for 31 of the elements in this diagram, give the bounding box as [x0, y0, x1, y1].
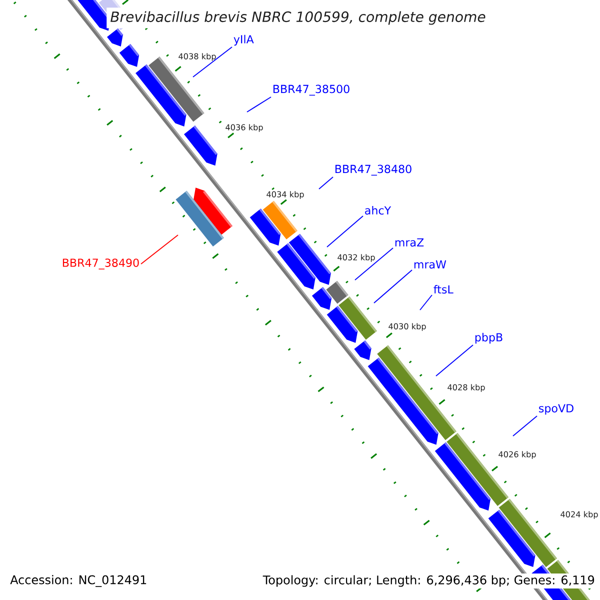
tick-label: 4030 kbp	[388, 323, 426, 331]
leader-line	[246, 96, 272, 112]
leader-line	[354, 248, 394, 280]
genome-info-label: Topology: circular; Length: 6,296,436 bp; Genes: 6,119	[261, 573, 597, 589]
tick-label: 4032 kbp	[338, 254, 375, 262]
gene-label: ftsL	[434, 285, 454, 294]
leader-line	[140, 234, 178, 264]
leader-line	[326, 216, 364, 248]
gene-label: ahcY	[365, 206, 392, 215]
leader-line	[512, 416, 538, 436]
leader-line	[318, 176, 334, 190]
gene-label: BBR47_38490	[62, 258, 139, 270]
title: Brevibacillus brevis NBRC 100599, complete genome	[106, 8, 490, 28]
gene-label: pbpB	[475, 332, 502, 344]
gene-label: mraW	[414, 260, 446, 269]
gene-label: BBR47_38480	[335, 164, 412, 176]
leader-line	[192, 46, 232, 78]
accession-label: Accession: NC_012491	[8, 573, 149, 589]
leader-line	[374, 270, 412, 304]
tick-label: 4024 kbp	[560, 511, 598, 519]
gene-label: BBR47_38500	[273, 84, 350, 96]
leader-line	[436, 344, 474, 376]
gene-label: yIlA	[234, 34, 254, 46]
leader-line	[420, 294, 432, 310]
tick-label: 4028 kbp	[448, 384, 485, 392]
tick-label: 4026 kbp	[498, 451, 536, 459]
gene-label: mraZ	[395, 238, 424, 247]
tick-label: 4038 kbp	[178, 53, 216, 61]
tick-label: 4036 kbp	[226, 124, 263, 132]
gene-label: spoVD	[539, 404, 574, 415]
tick-label: 4034 kbp	[266, 191, 304, 199]
